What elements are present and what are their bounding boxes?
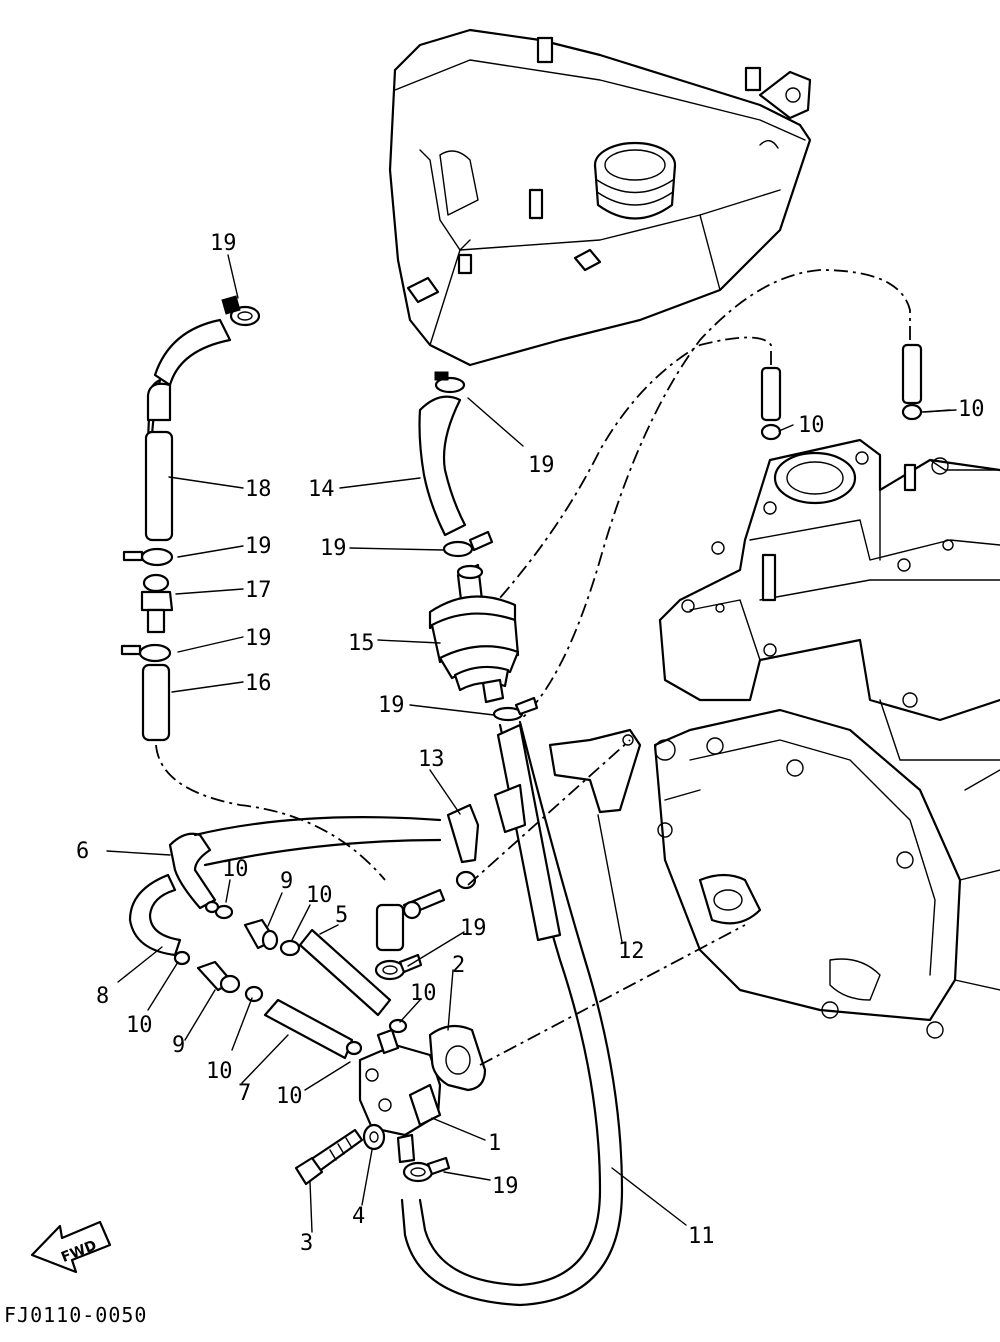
joint-9-upper (243, 918, 279, 951)
side-cover (653, 708, 1000, 1039)
clamp-tank (434, 371, 466, 394)
clip-10-2 (279, 939, 301, 957)
callout-10-intake-right: 10 (958, 397, 985, 422)
callout-19-tap: 19 (460, 916, 487, 941)
callout-2: 2 (452, 953, 465, 978)
callout-17: 17 (245, 578, 272, 603)
callout-10-c: 10 (410, 981, 437, 1006)
callout-10-intake: 10 (798, 413, 825, 438)
callout-10-b: 10 (306, 883, 333, 908)
fuel-filter (428, 563, 520, 704)
washer-4 (362, 1123, 386, 1151)
clip-10-5 (345, 1040, 363, 1056)
callout-19-filter-bottom: 19 (378, 693, 405, 718)
gasket (428, 1024, 487, 1092)
callout-6: 6 (76, 839, 89, 864)
bracket-11 (402, 803, 480, 920)
callout-1: 1 (488, 1131, 501, 1156)
callout-10-e: 10 (206, 1059, 233, 1084)
clip-10-8 (901, 403, 923, 421)
clamp-18-bottom (122, 547, 174, 567)
callout-7: 7 (238, 1081, 251, 1106)
callout-14: 12 (618, 939, 645, 964)
engine-block (658, 438, 1000, 761)
callout-5: 5 (335, 903, 348, 928)
fwd-arrow: FWD (30, 1220, 112, 1274)
callout-3: 3 (300, 1231, 313, 1256)
callout-19-18-bottom: 19 (245, 534, 272, 559)
small-fittings (173, 403, 923, 1056)
clamp-filter-bottom (492, 696, 539, 722)
leader-lines (106, 254, 957, 1233)
clip-10-6 (388, 1018, 408, 1034)
clamp-tap-top (374, 953, 423, 981)
fuel-cock (358, 1028, 442, 1164)
callout-9-lower: 9 (172, 1033, 185, 1058)
callout-9-upper: 9 (280, 869, 293, 894)
callout-4: 4 (352, 1204, 365, 1229)
clamp-filter-top (442, 530, 494, 558)
figure-code: FJ0110-0050 (4, 1303, 147, 1327)
callout-10-d: 10 (126, 1013, 153, 1038)
clamp-top-left (221, 295, 261, 327)
callout-19-top-left: 19 (210, 231, 237, 256)
callout-15: 11 (688, 1224, 715, 1249)
fitting-17 (140, 573, 174, 634)
clamp-bottom-hose (402, 1156, 451, 1183)
clip-10-4 (244, 985, 264, 1003)
alignment-lines (467, 739, 746, 1066)
callout-12: 14 (308, 477, 335, 502)
joint-9-lower (196, 960, 241, 994)
callout-19-filter-top: 19 (320, 536, 347, 561)
hoses (128, 269, 923, 1307)
hose-clamps (120, 295, 539, 1183)
callout-8: 8 (96, 984, 109, 1009)
bolt-3 (294, 1128, 364, 1186)
callout-18: 18 (245, 477, 272, 502)
clamp-17-bottom (120, 643, 172, 663)
callout-16: 16 (245, 671, 272, 696)
clip-10-1 (204, 900, 234, 920)
fuel-tank (388, 28, 812, 367)
callout-19-tank: 19 (528, 453, 555, 478)
clip-10-7 (760, 423, 782, 441)
callout-10-f: 10 (276, 1084, 303, 1109)
callout-19-bottom: 19 (492, 1174, 519, 1199)
callout-10-a: 10 (222, 857, 249, 882)
callout-11: 13 (418, 747, 445, 772)
clip-10-3 (173, 950, 191, 966)
callout-13: 15 (348, 631, 375, 656)
callouts: 19 19 18 14 19 19 17 19 15 16 19 13 6 10… (76, 231, 985, 1256)
callout-19-17-bottom: 19 (245, 626, 272, 651)
